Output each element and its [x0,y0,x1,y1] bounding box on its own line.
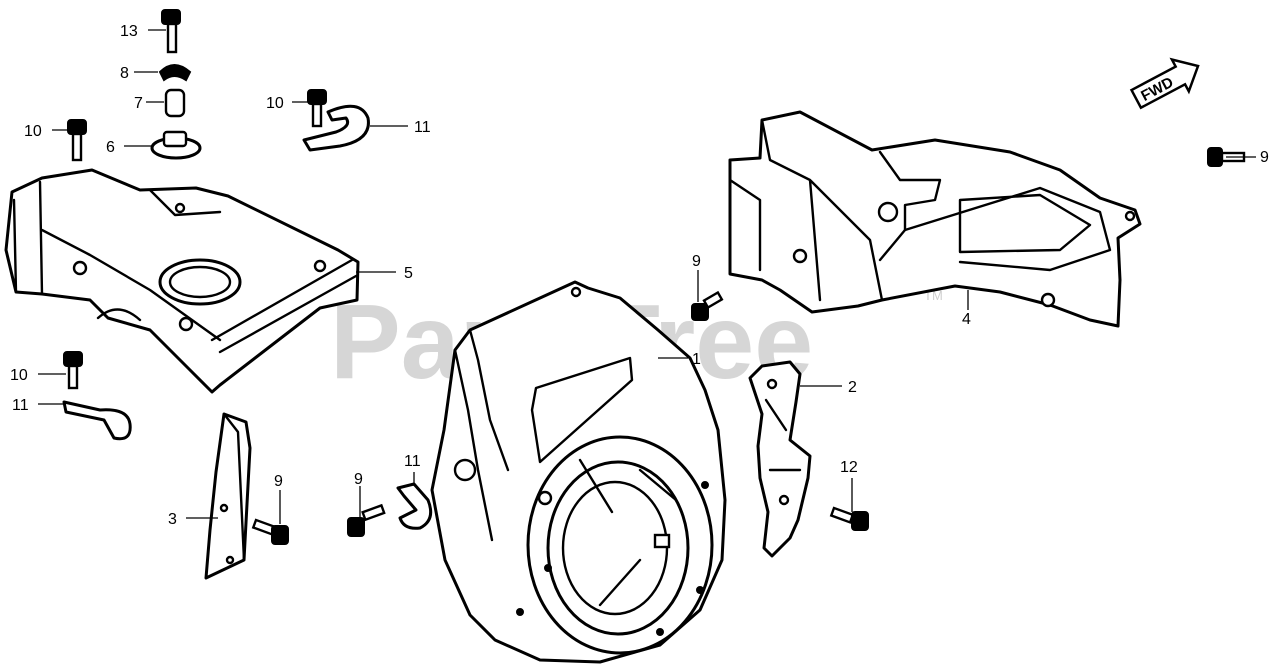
leader-lines [38,29,1256,524]
callout-4: 4 [962,311,971,328]
part-13-stud-bolt[interactable] [161,9,181,54]
part-4-air-guide[interactable] [728,110,1142,328]
callout-11-mid: 11 [404,453,421,470]
part-11-clip-mid[interactable] [396,482,433,530]
callout-9-lower-left: 9 [274,473,283,490]
part-10-bolt-mid-top[interactable] [307,89,327,128]
part-12-bolt[interactable] [829,506,869,531]
callout-10-left-low: 10 [10,367,28,384]
callout-13: 13 [120,23,138,40]
callout-12: 12 [840,459,858,476]
callout-3: 3 [168,511,177,528]
part-1-fan-shroud[interactable] [430,280,727,664]
callout-9-center: 9 [692,253,701,270]
part-11-clip-top[interactable] [302,104,370,152]
part-5-top-shroud[interactable] [4,168,360,394]
callout-7: 7 [134,95,143,112]
part-10-bolt-left-top[interactable] [67,119,87,162]
part-9-bolt-lower-left[interactable] [251,518,289,545]
callout-labels: 13 8 7 6 10 10 11 5 10 11 3 9 9 11 9 1 2… [10,23,1269,528]
part-11-clip-left[interactable] [62,400,132,441]
callout-9-lower-mid: 9 [354,471,363,488]
part-9-bolt-lower-mid[interactable] [347,503,386,537]
part-3-baffle-plate[interactable] [204,412,252,580]
fwd-arrow-icon: FWD [1129,57,1200,110]
part-8-cap[interactable] [158,64,192,82]
part-9-bolt-center[interactable] [691,290,724,321]
callout-10-mid-top: 10 [266,95,284,112]
callout-1: 1 [692,351,701,368]
part-7-collar[interactable] [164,88,186,118]
callout-9-top-right: 9 [1260,149,1269,166]
callout-2: 2 [848,379,857,396]
part-6-grommet[interactable] [150,130,202,160]
part-10-bolt-left-low[interactable] [63,351,83,390]
callout-11-top: 11 [414,119,431,136]
part-2-side-bracket[interactable] [748,360,812,558]
callout-11-left: 11 [12,397,29,414]
callout-6: 6 [106,139,115,156]
callout-10-left-top: 10 [24,123,42,140]
callout-5: 5 [404,265,413,282]
callout-8: 8 [120,65,129,82]
